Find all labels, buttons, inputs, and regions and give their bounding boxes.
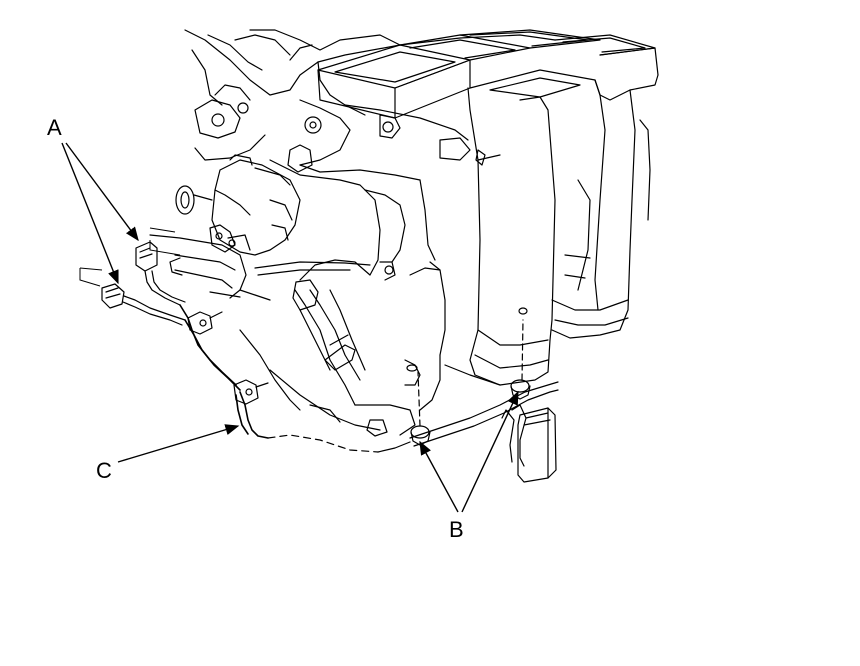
callout-b: B bbox=[449, 517, 464, 542]
connector-upper bbox=[135, 241, 186, 306]
leader-a-upper bbox=[65, 142, 139, 242]
callout-c: C bbox=[96, 458, 112, 483]
harness-clip-1 bbox=[187, 311, 223, 335]
leader-b-right bbox=[461, 390, 519, 513]
blower-housing bbox=[239, 34, 556, 437]
leader-b-left bbox=[419, 440, 459, 513]
duct-outlets bbox=[317, 29, 659, 119]
grommet bbox=[175, 185, 213, 215]
connector-lower bbox=[101, 283, 186, 326]
upper-housing bbox=[184, 29, 401, 161]
duct-panel bbox=[149, 234, 371, 311]
reference-brackets bbox=[79, 227, 181, 287]
leader-a-lower bbox=[61, 142, 119, 285]
harness-clip-2 bbox=[233, 379, 269, 405]
retaining-rail bbox=[409, 381, 559, 447]
callout-a: A bbox=[47, 115, 62, 140]
sensor-module bbox=[501, 404, 557, 483]
actuator-motor bbox=[209, 154, 301, 256]
clip-b-right bbox=[510, 307, 531, 400]
leader-c bbox=[117, 424, 240, 463]
leader-lines bbox=[61, 142, 519, 513]
harness-dashed-run bbox=[267, 434, 411, 453]
vertical-ducts bbox=[439, 69, 659, 386]
wire-harness bbox=[179, 304, 269, 439]
